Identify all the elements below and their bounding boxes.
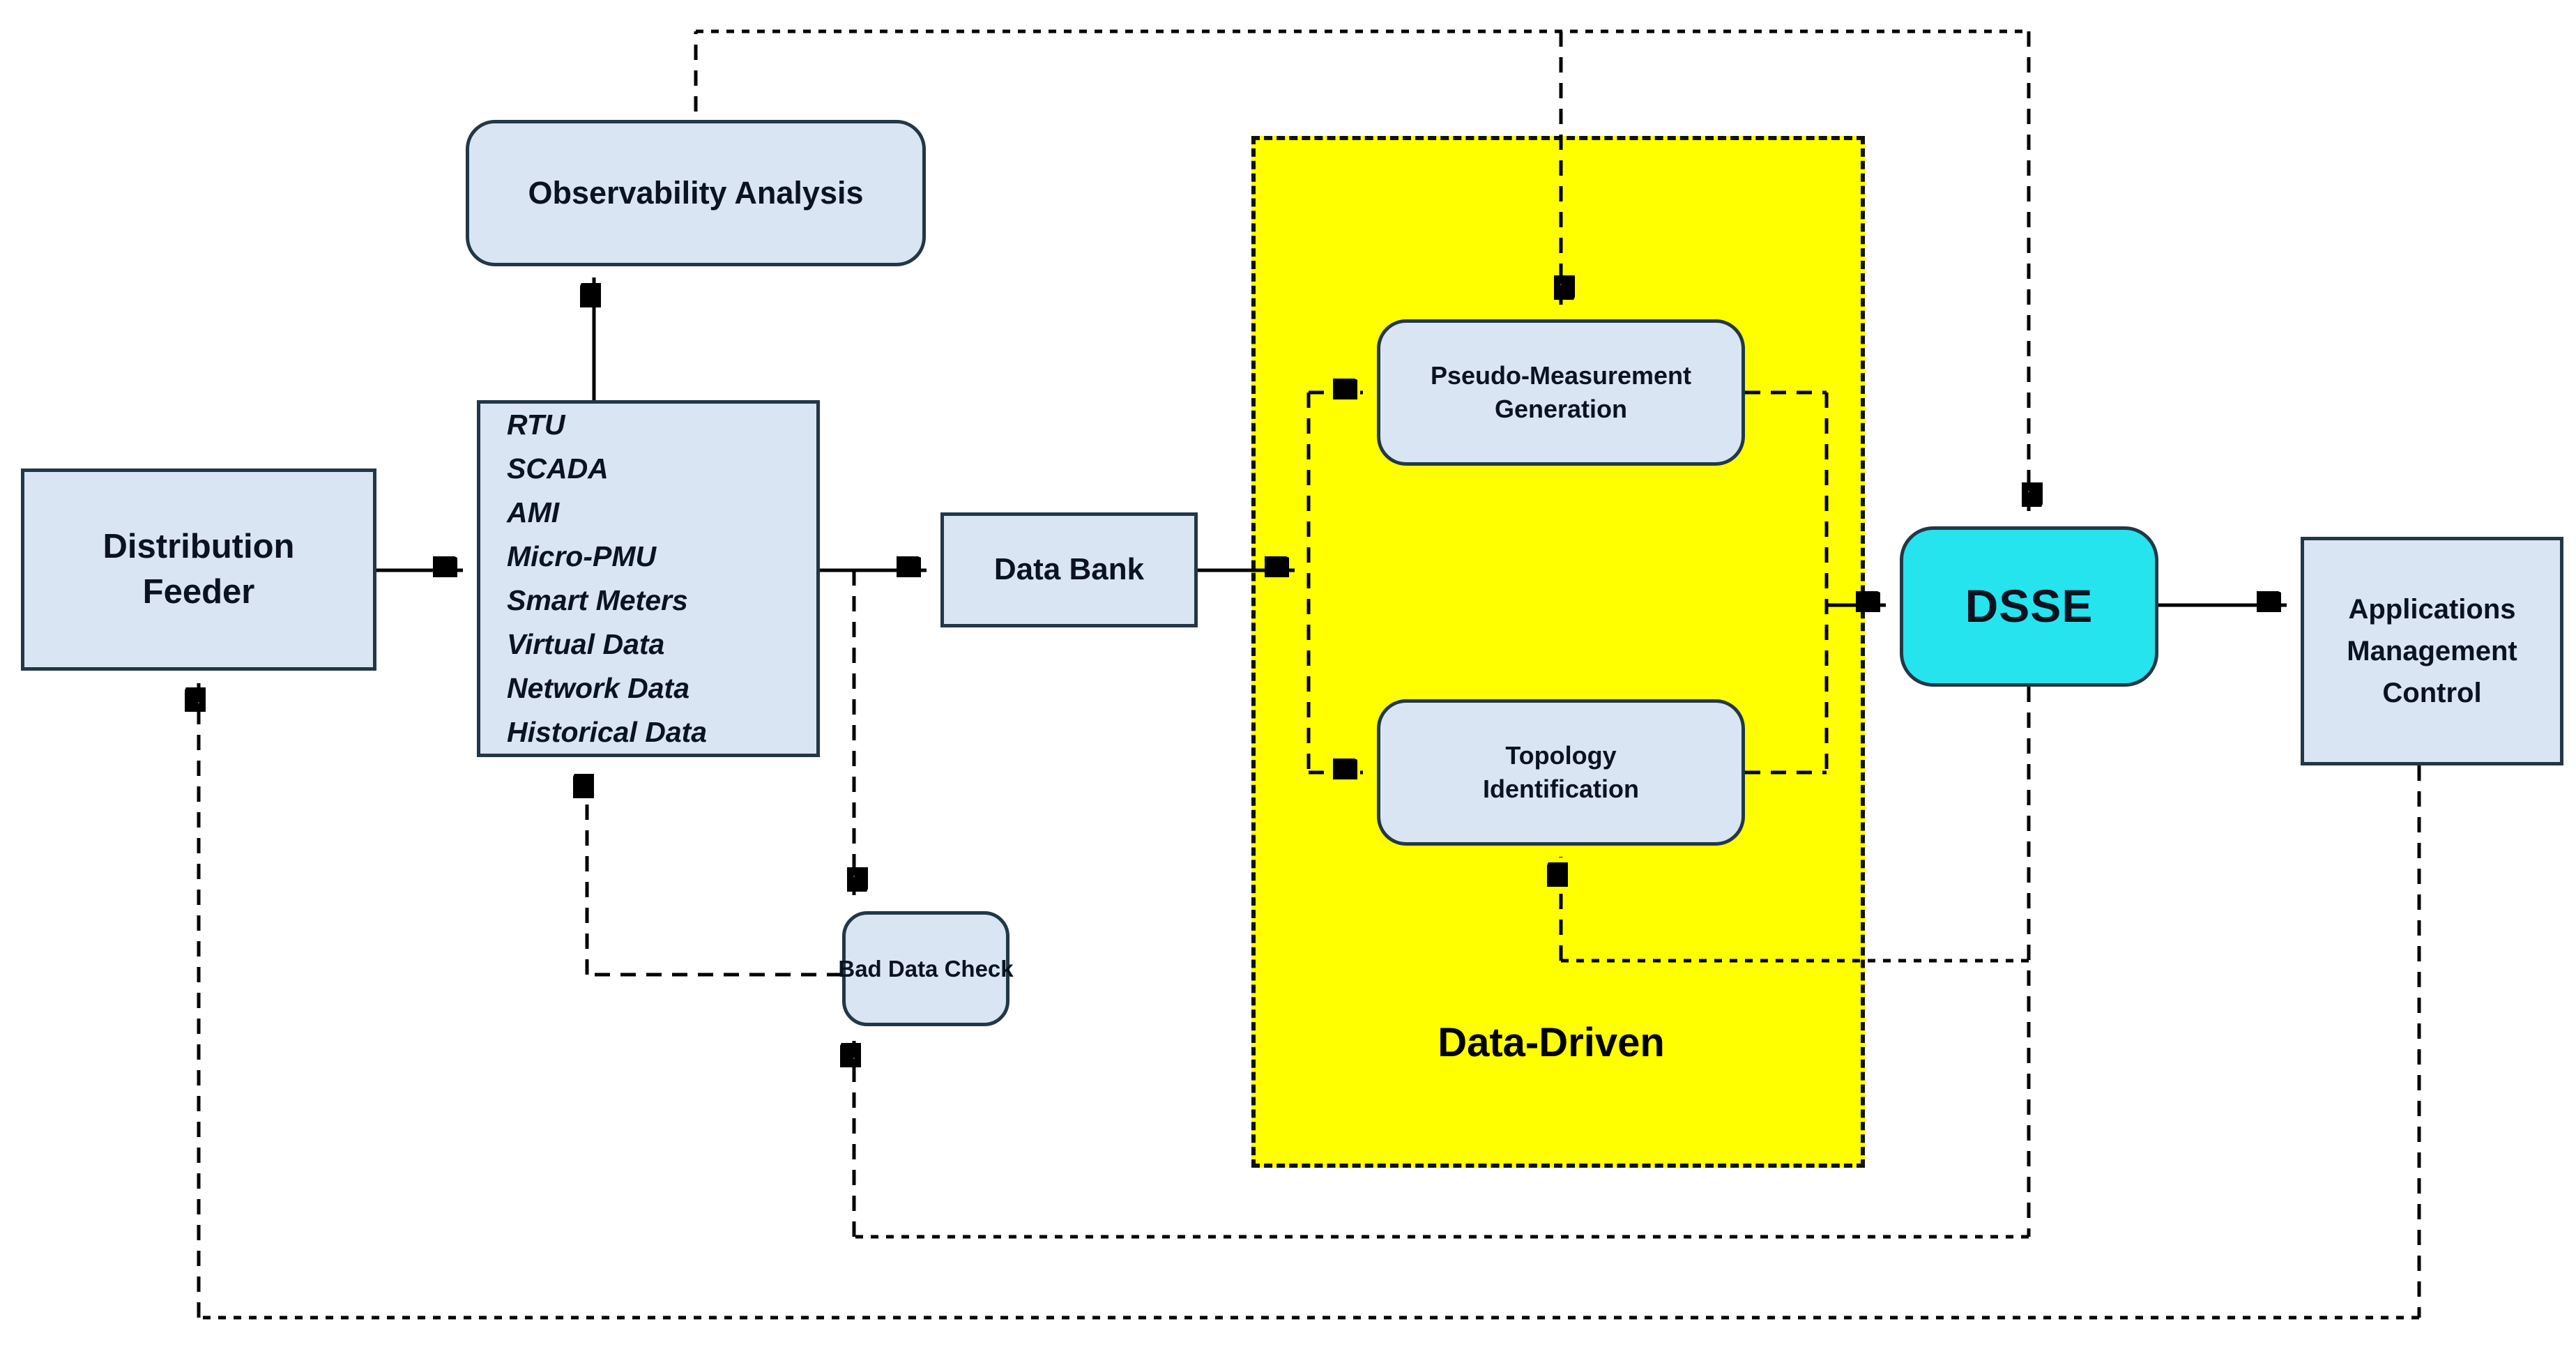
data-bank-label: Data Bank xyxy=(993,552,1145,587)
dsse-label: DSSE xyxy=(1965,580,2094,632)
data-source-item: RTU xyxy=(507,408,565,441)
data-bank-box: Data Bank xyxy=(940,512,1198,627)
topology-label-line2: Identification xyxy=(1483,775,1639,803)
observability-analysis-label: Observability Analysis xyxy=(528,175,864,211)
distribution-feeder-label-line2: Feeder xyxy=(142,573,255,611)
data-driven-region xyxy=(1251,136,1865,1168)
bad-data-check-box: Bad Data Check xyxy=(838,911,1014,1026)
pseudo-measurement-generation-box: Pseudo-Measurement Generation xyxy=(1377,319,1745,466)
pseudo-measurement-label-line1: Pseudo-Measurement xyxy=(1430,361,1692,390)
pseudo-measurement-label-line2: Generation xyxy=(1494,395,1628,423)
data-source-item: AMI xyxy=(507,496,560,528)
applications-label-line3: Control xyxy=(2382,678,2482,708)
topology-identification-box: Topology Identification xyxy=(1377,699,1745,846)
distribution-feeder-label-line1: Distribution xyxy=(102,528,295,566)
topology-label-line1: Topology xyxy=(1505,741,1617,770)
data-source-item: Micro-PMU xyxy=(507,540,657,572)
observability-analysis-box: Observability Analysis xyxy=(466,120,926,266)
data-driven-region-label: Data-Driven xyxy=(1438,1020,1665,1065)
data-source-item: SCADA xyxy=(507,452,609,485)
dsse-box: DSSE xyxy=(1900,526,2158,687)
applications-management-control-box: Applications Management Control xyxy=(2301,537,2563,765)
applications-label-line2: Management xyxy=(2347,636,2517,666)
data-source-item: Smart Meters xyxy=(507,584,688,616)
data-sources-box: RTU SCADA AMI Micro-PMU Smart Meters Vir… xyxy=(477,400,820,757)
data-source-item: Historical Data xyxy=(507,716,708,749)
distribution-feeder-box: Distribution Feeder xyxy=(21,468,376,671)
data-source-item: Network Data xyxy=(507,672,690,705)
data-source-item: Virtual Data xyxy=(507,628,665,661)
bad-data-check-label: Bad Data Check xyxy=(838,955,1014,982)
applications-label-line1: Applications xyxy=(2348,594,2516,625)
